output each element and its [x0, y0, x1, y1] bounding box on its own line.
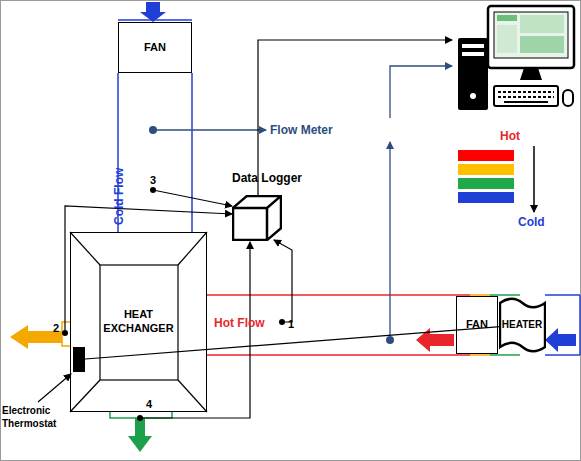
- node-label: HEAT EXCHANGER: [101, 308, 177, 336]
- logger-outline: [232, 195, 282, 241]
- callout-number: 4: [146, 398, 152, 411]
- fan-box: FAN: [118, 22, 192, 73]
- callout-number: 2: [53, 322, 59, 335]
- node-label: Data Logger: [232, 171, 302, 186]
- flow-meter-label: Flow Meter: [270, 123, 333, 137]
- flow-label: Hot Flow: [214, 316, 265, 330]
- fan-box: FAN: [456, 296, 498, 354]
- heater-box: HEATER: [499, 296, 546, 354]
- node-label: FAN: [144, 41, 166, 55]
- flow-label: Cold Flow: [112, 167, 126, 224]
- scale-label: Hot: [500, 129, 520, 143]
- node-label: HEATER: [502, 319, 542, 332]
- node-label: Electronic Thermostat: [2, 405, 78, 430]
- callout-number: 3: [150, 174, 156, 187]
- scale-label: Cold: [518, 215, 545, 229]
- data-logger-box: Data Logger: [232, 195, 282, 241]
- callout-number: 1: [288, 318, 294, 331]
- thermostat-box: Electronic Thermostat: [73, 347, 85, 372]
- heat-exchanger-box: HEAT EXCHANGER: [70, 232, 207, 412]
- node-label: FAN: [466, 318, 488, 332]
